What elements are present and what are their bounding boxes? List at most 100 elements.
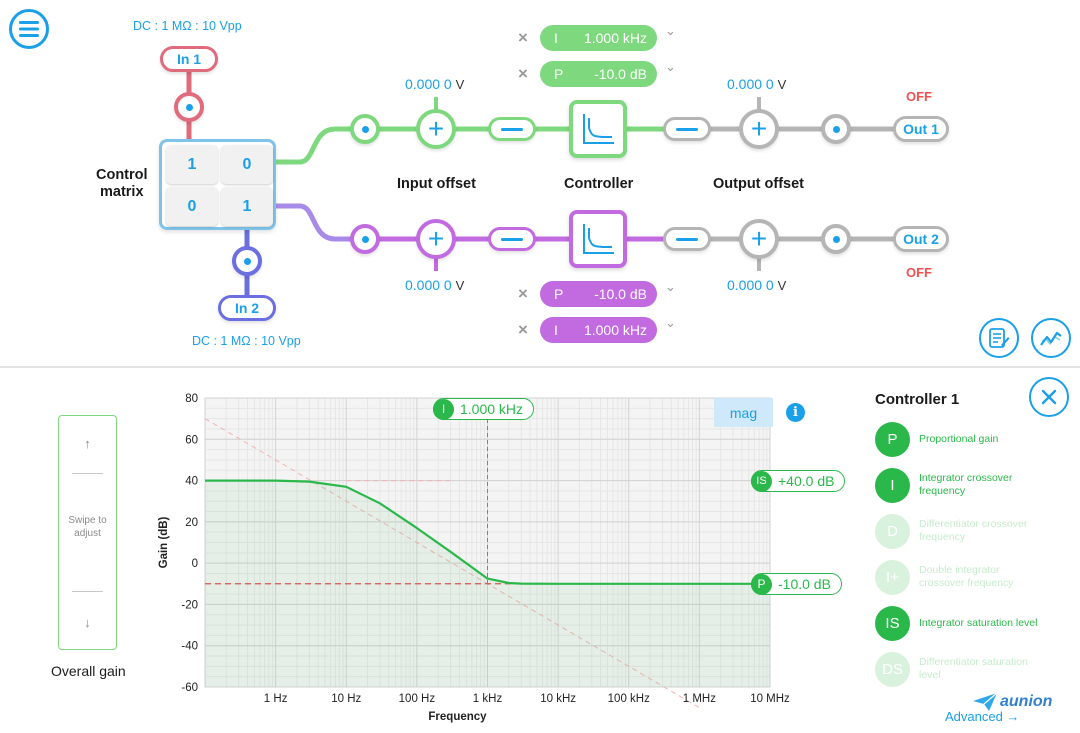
ch2-param-p-chevron-icon[interactable]: ⌄ [665,279,676,294]
arrow-up-icon: ↑ [84,436,91,451]
edit-notes-icon [989,328,1010,348]
lowpass-response-icon [583,114,614,144]
ch2-param-p-remove-icon[interactable]: × [518,284,528,303]
in1-node[interactable] [174,92,204,122]
term-differentiator-saturation[interactable]: DS Differentiator saturation level [875,646,1055,692]
ch1-output-node[interactable] [821,114,851,144]
marker-p-key: P [751,573,772,595]
in2-node[interactable] [232,246,262,276]
out2-label: Out 2 [903,231,939,247]
ch1-input-node[interactable] [350,114,380,144]
ch2-output-node[interactable] [821,224,851,254]
ch1-input-offset-value[interactable]: 0.000 0 V [405,76,465,92]
scope-button[interactable] [1031,318,1071,358]
matrix-title: Control matrix [96,167,148,200]
ch2-input-node[interactable] [350,224,380,254]
ch2-output-offset-button[interactable]: + [739,219,779,259]
matrix-cell-1-2[interactable]: 0 [221,145,273,184]
out2-button[interactable]: Out 2 [893,226,949,252]
controller-label: Controller [564,176,634,192]
response-curve [205,479,770,585]
ch1-param-i-remove-icon[interactable]: × [518,28,528,47]
x-tick-label: 10 Hz [331,693,361,705]
ch2-param-i-value: 1.000 kHz [583,322,647,338]
ch1-param-i-chevron-icon[interactable]: ⌄ [665,23,676,38]
term-integrator[interactable]: I Integrator crossover frequency [875,462,1055,508]
notes-button[interactable] [979,318,1019,358]
ch2-param-p-key: P [554,286,564,302]
ch2-input-offset-value[interactable]: 0.000 0 V [405,277,465,293]
term-label: Integrator saturation level [919,616,1038,629]
controller-term-list: P Proportional gain I Integrator crossov… [875,416,1055,692]
close-button[interactable] [1029,377,1069,417]
lowpass-response-icon [583,224,614,254]
ch1-pre-controller-connector[interactable] [488,117,536,141]
term-label: Differentiator crossover frequency [919,518,1028,543]
ch2-controller-button[interactable] [569,210,627,268]
ch2-post-controller-connector[interactable] [663,227,711,251]
matrix-cell-1-1[interactable]: 1 [166,145,218,184]
ch1-param-p-value: -10.0 dB [594,66,647,82]
marker-i-value: 1.000 kHz [460,401,524,417]
control-matrix: 1 0 0 1 [159,139,276,230]
marker-p-value: -10.0 dB [778,576,831,592]
controller-panel-title: Controller 1 [875,391,960,408]
ch1-output-offset-value[interactable]: 0.000 0 V [727,76,787,92]
ch1-param-p-chevron-icon[interactable]: ⌄ [665,59,676,74]
ch2-param-i-remove-icon[interactable]: × [518,320,528,339]
out1-status: OFF [906,89,932,104]
ch2-pre-controller-connector[interactable] [488,227,536,251]
ch2-param-i-pill[interactable]: I 1.000 kHz [540,317,657,343]
y-tick-label: -60 [181,682,198,694]
ch2-param-p-value: -10.0 dB [594,286,647,302]
term-key: DS [875,651,910,687]
ch1-output-offset-button[interactable]: + [739,109,779,149]
y-tick-label: -20 [181,599,198,611]
watermark-logo: aunion [972,692,1052,712]
term-proportional[interactable]: P Proportional gain [875,416,1055,462]
marker-is-pill[interactable]: IS +40.0 dB [751,470,846,492]
overall-gain-label: Overall gain [51,663,126,679]
matrix-cell-2-1[interactable]: 0 [166,187,218,226]
menu-button[interactable] [9,9,49,49]
advanced-link[interactable]: Advanced → [945,709,1020,724]
y-tick-label: 20 [185,517,198,529]
ch2-input-offset-button[interactable]: + [416,219,456,259]
term-double-integrator[interactable]: I+ Double integrator crossover frequency [875,554,1055,600]
term-key: I [875,467,910,503]
term-integrator-saturation[interactable]: IS Integrator saturation level [875,600,1055,646]
info-button[interactable]: i [786,403,805,422]
watermark-text: aunion [1000,693,1053,710]
term-differentiator[interactable]: D Differentiator crossover frequency [875,508,1055,554]
overall-gain-slider[interactable]: ↑ Swipe to adjust ↓ [58,415,117,650]
section-divider [0,366,1080,368]
ch2-param-i-key: I [554,322,558,338]
ch1-param-p-pill[interactable]: P -10.0 dB [540,61,657,87]
ch1-post-controller-connector[interactable] [663,117,711,141]
marker-i-pill[interactable]: I 1.000 kHz [433,398,535,420]
y-tick-label: 80 [185,393,198,405]
ch1-param-p-remove-icon[interactable]: × [518,64,528,83]
y-tick-label: 60 [185,434,198,446]
ch1-param-i-pill[interactable]: I 1.000 kHz [540,25,657,51]
in2-button[interactable]: In 2 [218,295,276,321]
y-tick-label: 0 [192,558,198,570]
in1-button[interactable]: In 1 [160,46,218,72]
ch2-param-p-pill[interactable]: P -10.0 dB [540,281,657,307]
ch1-input-offset-button[interactable]: + [416,109,456,149]
term-key: IS [875,605,910,641]
term-label: Differentiator saturation level [919,656,1028,681]
mag-button[interactable]: mag [714,398,773,427]
ch2-param-i-chevron-icon[interactable]: ⌄ [665,315,676,330]
x-axis-label: Frequency [428,711,487,723]
marker-is-value: +40.0 dB [778,473,835,489]
matrix-cell-2-2[interactable]: 1 [221,187,273,226]
ch1-controller-button[interactable] [569,100,627,158]
integrator-asymptote [204,418,700,709]
marker-p-pill[interactable]: P -10.0 dB [751,573,842,595]
ch2-output-offset-value[interactable]: 0.000 0 V [727,277,787,293]
x-tick-label: 1 Hz [264,693,288,705]
out1-button[interactable]: Out 1 [893,116,949,142]
in2-label: In 2 [234,300,260,316]
